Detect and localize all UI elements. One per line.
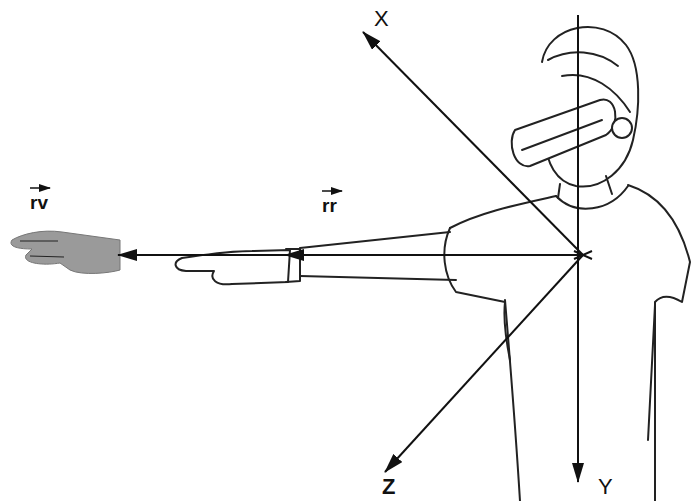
vector-label: rv <box>30 193 48 212</box>
axis-label: Z <box>382 476 395 498</box>
virtual-vector <box>118 254 285 256</box>
finger-lines <box>20 241 64 257</box>
real-vector <box>285 254 583 256</box>
y-axis <box>577 15 579 482</box>
person-figure <box>176 27 690 501</box>
x-axis <box>363 32 583 255</box>
axis-label: Y <box>598 476 613 498</box>
z-axis <box>385 255 583 472</box>
vector-accents <box>30 188 342 191</box>
origin-mark <box>574 251 592 259</box>
axes <box>118 15 592 482</box>
axis-label: X <box>374 8 389 30</box>
vector-label: rr <box>322 196 337 215</box>
virtual-hand <box>11 231 120 273</box>
